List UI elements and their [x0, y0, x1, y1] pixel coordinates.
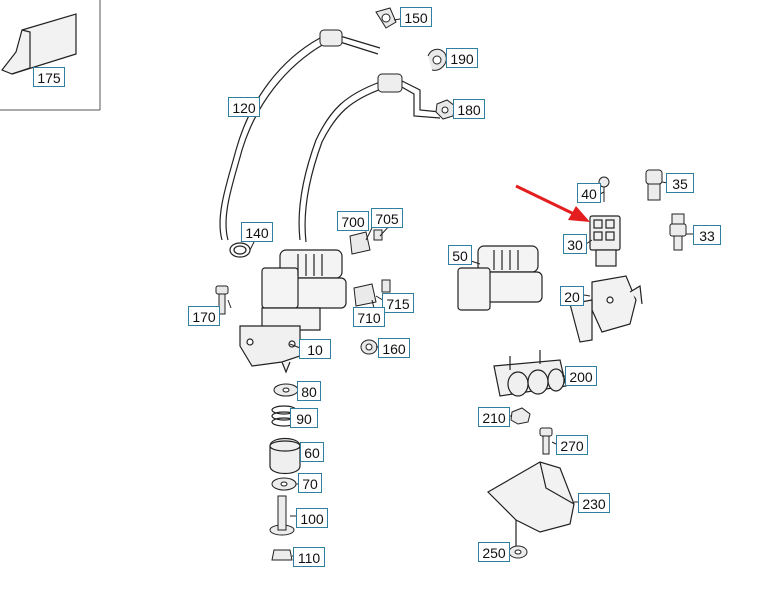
- callout-175[interactable]: 175: [33, 67, 65, 87]
- pipe-connectors: [319, 29, 403, 93]
- callout-20[interactable]: 20: [560, 286, 584, 306]
- callout-170[interactable]: 170: [188, 306, 220, 326]
- compressor-left: [261, 249, 347, 331]
- fitting-33-shape: [669, 213, 687, 251]
- callout-40[interactable]: 40: [577, 183, 601, 203]
- washer-70-shape: [271, 477, 297, 491]
- cover-230-shape: [487, 461, 575, 546]
- pipe-120: [219, 35, 441, 243]
- nut-210-shape: [510, 407, 531, 425]
- callout-100[interactable]: 100: [296, 508, 328, 528]
- bolt-170-shape: [215, 285, 229, 315]
- compressor-50: [457, 245, 543, 311]
- callout-715[interactable]: 715: [382, 293, 414, 313]
- callout-230[interactable]: 230: [578, 493, 610, 513]
- valve-block-200: [493, 350, 567, 397]
- grommet-700-shape: [349, 229, 383, 255]
- callout-60[interactable]: 60: [300, 442, 324, 462]
- bolt-100-shape: [269, 495, 295, 536]
- callout-710[interactable]: 710: [353, 307, 385, 327]
- clip-190-shape: [427, 48, 447, 71]
- washer-80-shape: [273, 383, 299, 397]
- callout-35[interactable]: 35: [666, 173, 694, 193]
- callout-120[interactable]: 120: [228, 97, 260, 117]
- callout-30[interactable]: 30: [563, 234, 587, 254]
- nut-160-shape: [360, 339, 378, 355]
- bolt-270-shape: [539, 427, 553, 455]
- nut-250-shape: [508, 545, 528, 559]
- damper-60-shape: [269, 437, 301, 475]
- relay-block-30: [589, 215, 621, 267]
- callout-110[interactable]: 110: [293, 547, 325, 567]
- inset-frame: [0, 0, 101, 111]
- callout-150[interactable]: 150: [400, 7, 432, 27]
- grommet-710-shape: [353, 279, 391, 307]
- callout-250[interactable]: 250: [478, 542, 510, 562]
- fitting-35-shape: [645, 169, 663, 201]
- clamp-140-shape: [229, 242, 251, 258]
- part-175-shape: [1, 13, 77, 75]
- callout-33[interactable]: 33: [693, 225, 721, 245]
- callout-160[interactable]: 160: [378, 338, 410, 358]
- screw-40-shape: [598, 176, 610, 202]
- callout-700[interactable]: 700: [337, 211, 369, 231]
- callout-200[interactable]: 200: [565, 366, 597, 386]
- callout-80[interactable]: 80: [297, 381, 321, 401]
- callout-210[interactable]: 210: [478, 407, 510, 427]
- callout-705[interactable]: 705: [371, 208, 403, 228]
- callout-90[interactable]: 90: [290, 408, 318, 428]
- callout-140[interactable]: 140: [241, 222, 273, 242]
- callout-50[interactable]: 50: [448, 245, 472, 265]
- bracket-10-shape: [239, 325, 301, 374]
- callout-270[interactable]: 270: [556, 435, 588, 455]
- callout-70[interactable]: 70: [298, 473, 322, 493]
- nut-110-shape: [271, 549, 293, 561]
- callout-180[interactable]: 180: [453, 99, 485, 119]
- bracket-20-shape: [569, 275, 643, 343]
- clip-150-shape: [375, 7, 397, 29]
- callout-10[interactable]: 10: [299, 339, 331, 359]
- highlight-arrow: [515, 184, 590, 222]
- callout-190[interactable]: 190: [446, 48, 478, 68]
